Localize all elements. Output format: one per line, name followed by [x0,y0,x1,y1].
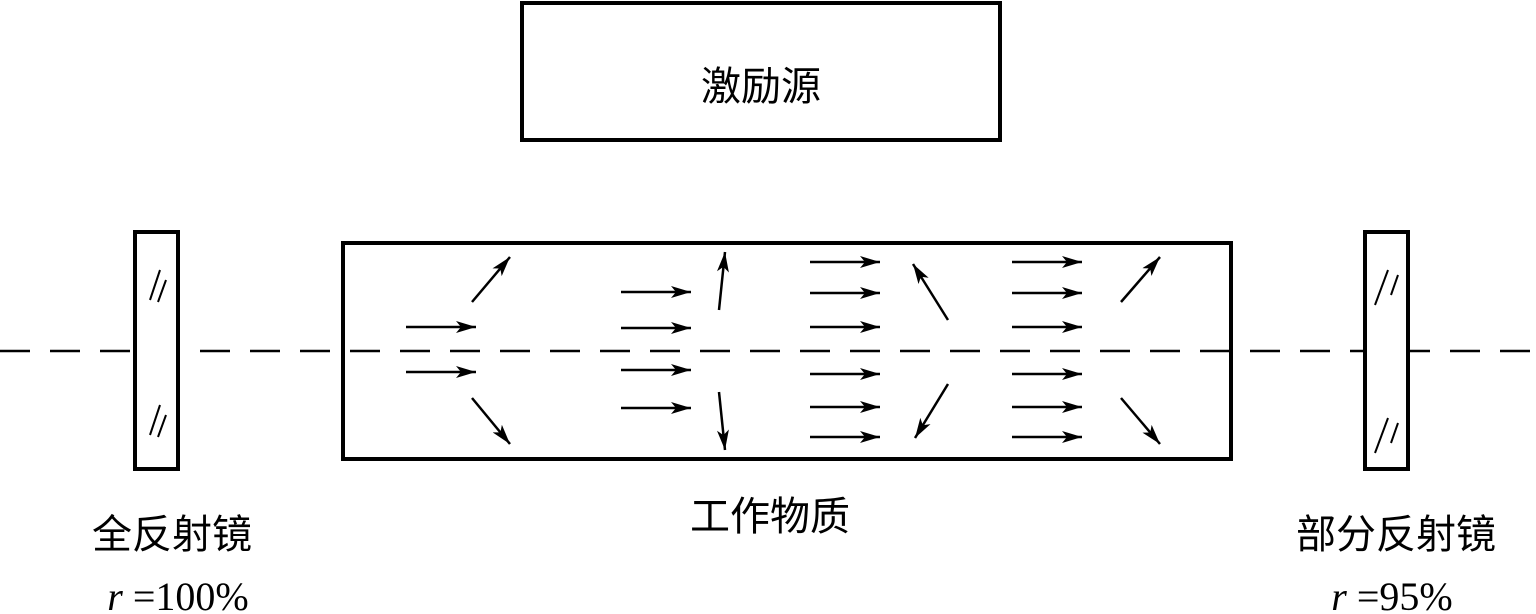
full-mirror-label: 全反射镜 [92,512,252,558]
photon-arrow-icon [1120,397,1161,445]
full-mirror-reflectivity: =100% [133,574,249,614]
partial-mirror: 部分反射镜 r =95% [1296,230,1496,614]
glass-hatch-icon [1374,269,1399,454]
photon-arrow-icon [911,263,950,321]
pump-source-label: 激励源 [701,64,821,110]
photon-arrow-icon [716,251,729,311]
photon-arrow-icon [716,391,729,451]
svg-text:r =95%: r =95% [1331,574,1452,614]
photon-arrow-icon [471,397,511,445]
reflectivity-symbol: r [1331,574,1347,614]
glass-hatch-icon [149,269,167,438]
pump-source-box: 激励源 [520,1,1002,142]
photon-arrows [406,251,1161,451]
photon-arrow-icon [913,383,950,439]
svg-text:r =100%: r =100% [107,574,248,614]
partial-mirror-reflectivity: =95% [1357,574,1453,614]
photon-arrow-icon [1120,256,1161,303]
full-mirror: 全反射镜 r =100% [92,230,252,614]
gain-medium-box: 工作物质 [341,241,1233,540]
gain-medium-label: 工作物质 [690,494,850,540]
reflectivity-symbol: r [107,574,123,614]
partial-mirror-label: 部分反射镜 [1296,512,1496,558]
photon-arrow-icon [471,256,511,303]
